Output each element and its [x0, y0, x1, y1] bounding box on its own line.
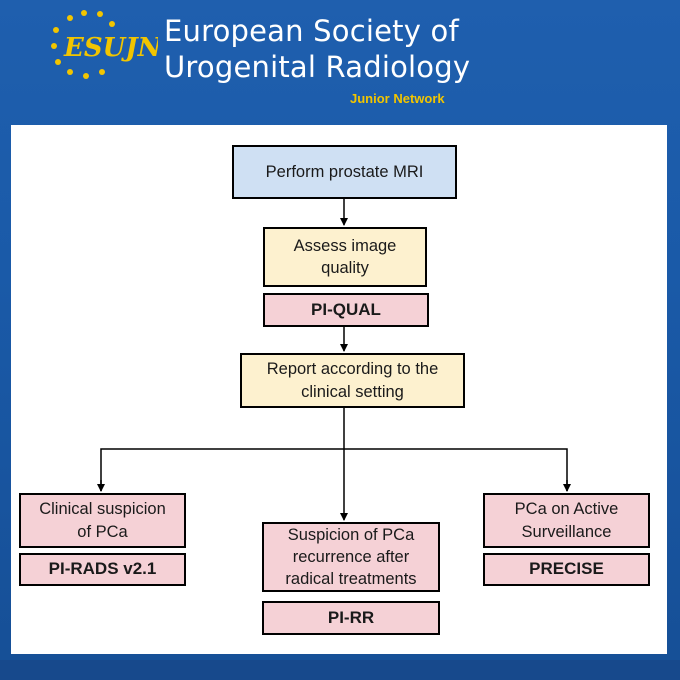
pi-rr-box: PI-RR — [262, 601, 440, 635]
esujn-logo: ESUJN — [51, 10, 158, 79]
pi-qual-box: PI-QUAL — [263, 293, 429, 327]
footer-bar — [0, 660, 680, 680]
branch-line — [100, 448, 568, 491]
assess-quality-box: Assess image quality — [263, 227, 427, 287]
active-surveillance-box: PCa on Active Surveillance — [483, 493, 650, 548]
precise-box: PRECISE — [483, 553, 650, 586]
perform-mri-box: Perform prostate MRI — [232, 145, 457, 199]
junior-network-label: Junior Network — [350, 91, 445, 106]
flowchart-connectors — [97, 199, 571, 521]
report-box: Report according to the clinical setting — [240, 353, 465, 408]
org-name-line2: Urogenital Radiology — [164, 50, 471, 84]
flowchart-panel: Perform prostate MRI Assess image qualit… — [11, 125, 667, 654]
clinical-suspicion-box: Clinical suspicion of PCa — [19, 493, 186, 548]
pi-rads-box: PI-RADS v2.1 — [19, 553, 186, 586]
org-name-line1: European Society of — [164, 14, 459, 48]
recurrence-box: Suspicion of PCa recurrence after radica… — [262, 522, 440, 592]
header: ESUJN European Society of Urogenital Rad… — [0, 0, 680, 110]
logo-text: ESUJN — [63, 33, 158, 63]
